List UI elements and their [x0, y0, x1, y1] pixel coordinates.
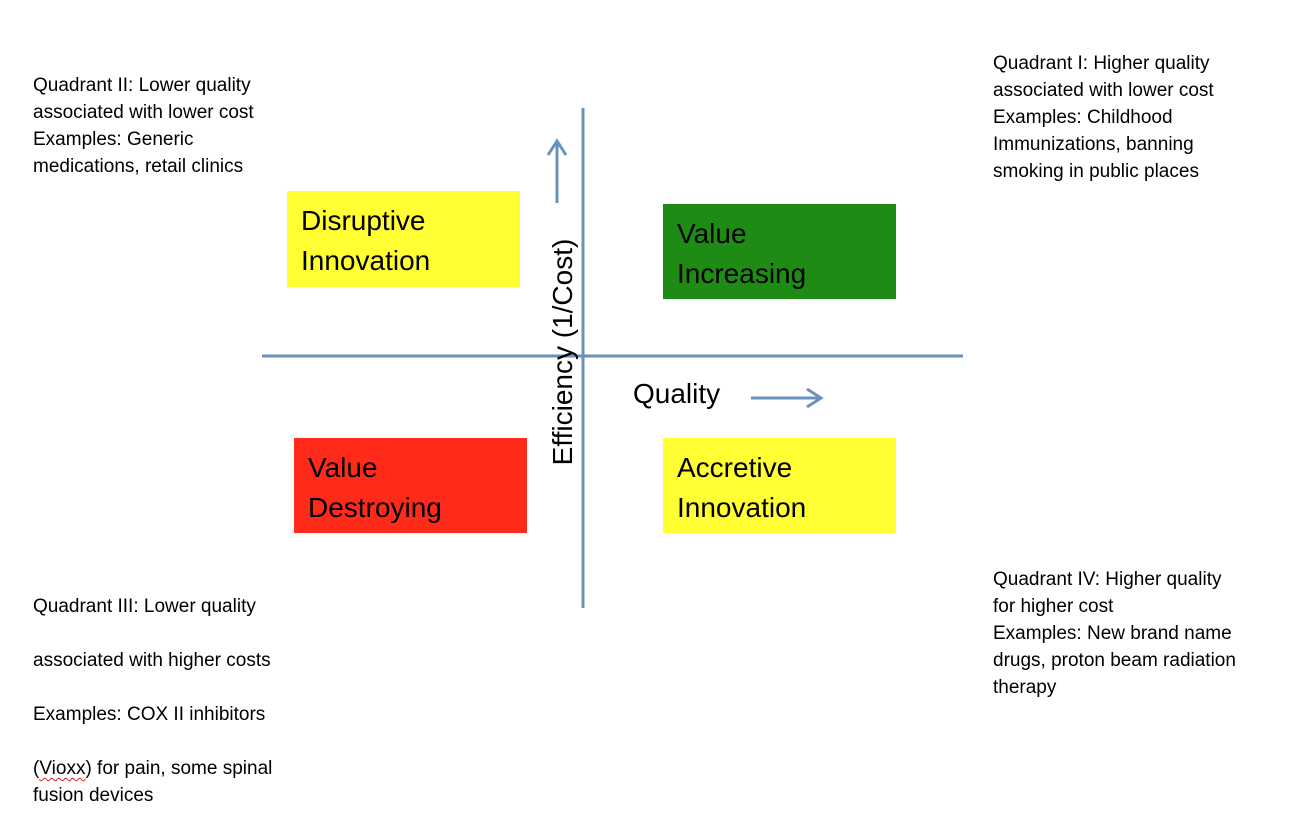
quadrant-i-note: Quadrant I: Higher quality associated wi… — [993, 53, 1214, 182]
quadrant-iii-line: Examples: COX II inhibitors — [33, 704, 266, 725]
efficiency-axis-label: Efficiency (1/Cost) — [547, 238, 578, 466]
quadrant-iii-line: associated with higher costs — [33, 650, 271, 671]
right-arrow-icon — [751, 387, 824, 409]
up-arrow-icon — [546, 138, 568, 203]
accretive-innovation-box: Accretive Innovation — [663, 438, 896, 533]
disruptive-innovation-box: Disruptive Innovation — [287, 191, 520, 287]
quadrant-iii-line: (Vioxx) for pain, some spinal fusion dev… — [33, 758, 273, 806]
quality-axis-label: Quality — [633, 378, 721, 409]
value-increasing-box: Value Increasing — [663, 204, 896, 299]
quadrant-iv-note: Quadrant IV: Higher quality for higher c… — [993, 569, 1236, 698]
quadrant-iii-line: Quadrant III: Lower quality — [33, 596, 256, 617]
quadrant-ii-note: Quadrant II: Lower quality associated wi… — [33, 75, 254, 177]
axes-diagram — [262, 108, 963, 608]
value-destroying-box: Value Destroying — [294, 438, 527, 533]
quadrant-iii-note: Quadrant III: Lower quality associated w… — [33, 566, 272, 836]
spellcheck-word: Vioxx — [39, 758, 86, 779]
